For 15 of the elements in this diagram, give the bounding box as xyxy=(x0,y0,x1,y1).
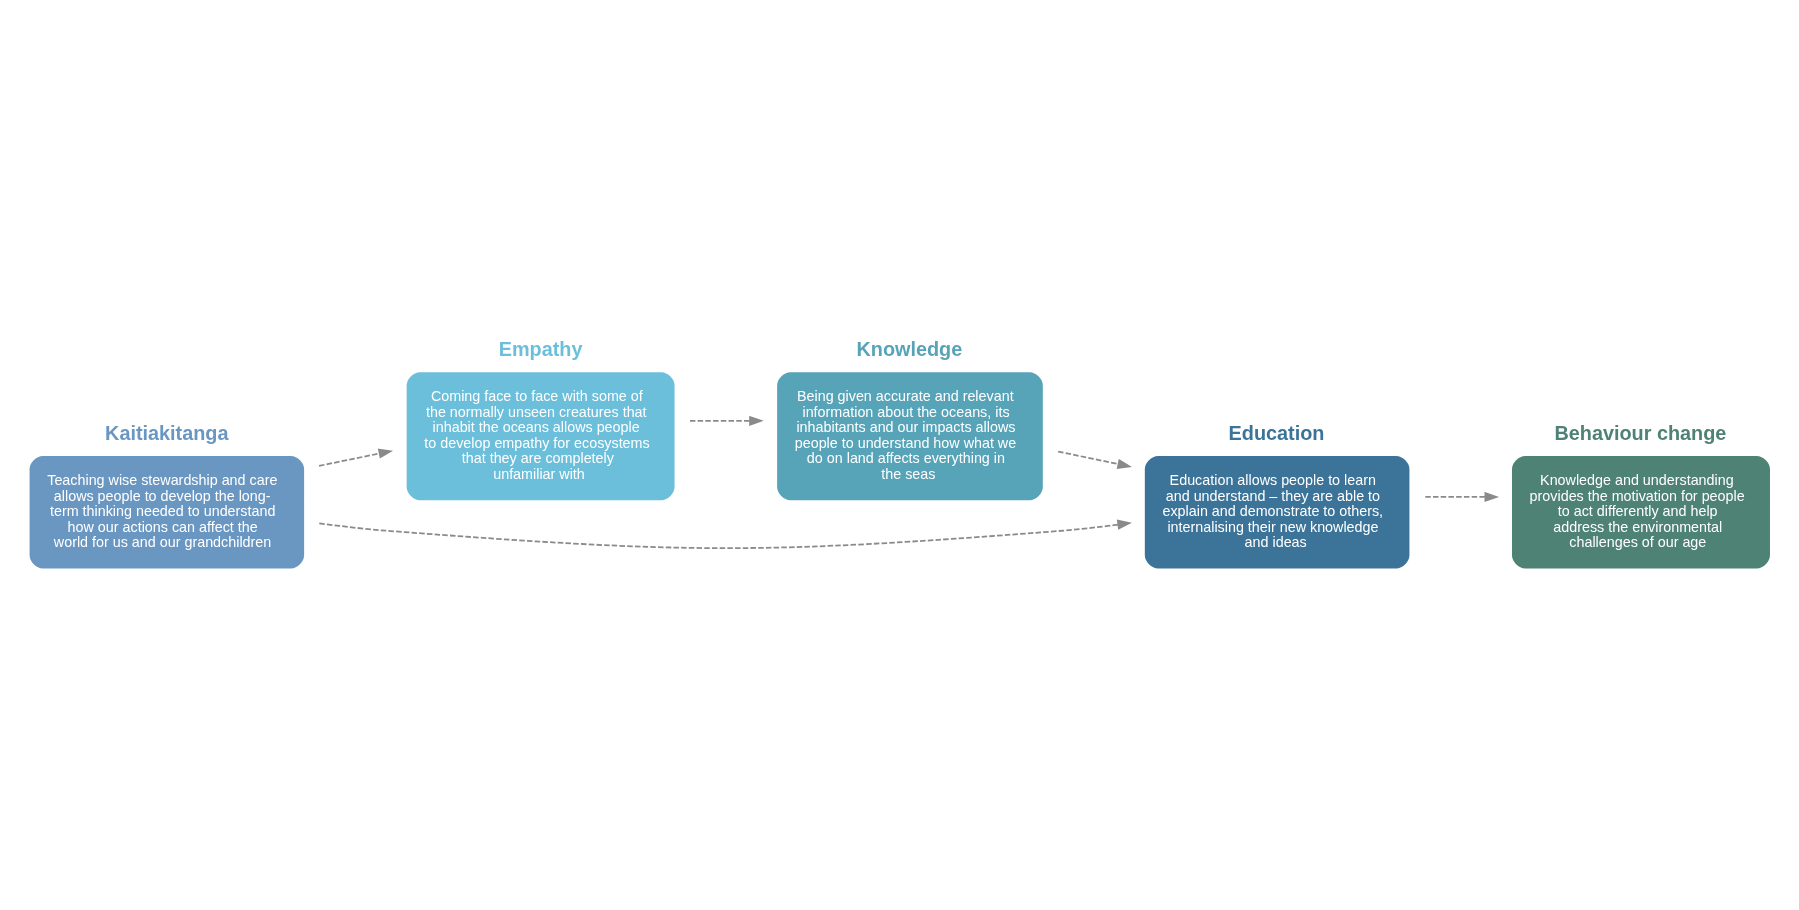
node-label: Knowledge xyxy=(856,338,963,361)
node-box: Coming face to face with some of the normally unseen creatures that inhabit the oceans allows people to develop empathy for ecosystems that they are completely unfamiliar with xyxy=(406,372,675,501)
node-label: Empathy xyxy=(498,338,583,361)
node-box: Education allows people to learn and understand – they are able to explain and demonstrate to others, internalising their new knowledge and ideas xyxy=(1144,456,1410,569)
arrow xyxy=(689,415,764,426)
arrow xyxy=(1424,491,1500,502)
node-label: Kaitiakitanga xyxy=(105,422,229,445)
arrow xyxy=(1057,450,1132,469)
node-label: Behaviour change xyxy=(1554,422,1727,445)
node-box: Knowledge and understanding provides the motivation for people to act differently and help address the environmental challenges of our age xyxy=(1511,456,1770,569)
arrow xyxy=(318,448,394,467)
arrow xyxy=(318,519,1132,549)
node-box: Being given accurate and relevant information about the oceans, its inhabitants and our impacts allows people to understand how what we do on land affects everything in the seas xyxy=(777,372,1043,501)
node-label: Education xyxy=(1228,422,1325,445)
node-box: Teaching wise stewardship and care allows people to develop the long-term thinking needed to understand how our actions can affect the world for us and our grandchildren xyxy=(29,456,305,569)
